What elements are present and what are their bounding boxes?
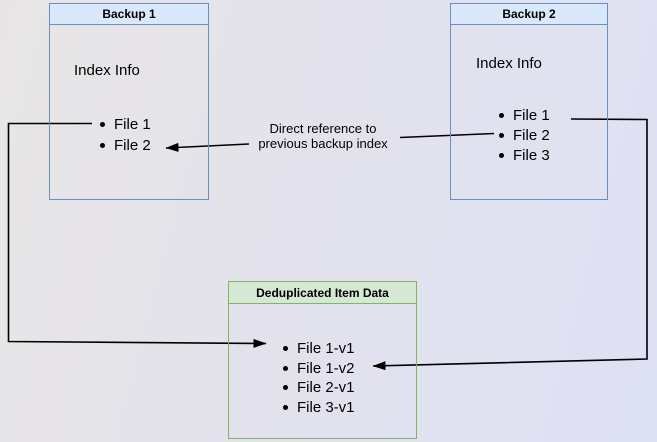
bullet-icon <box>100 122 105 127</box>
file-label: File 2-v1 <box>297 379 355 397</box>
list-item: File 2-v1 <box>283 378 355 398</box>
list-item: File 2 <box>100 135 151 156</box>
backup1-title: Backup 1 <box>50 4 208 25</box>
backup2-title: Backup 2 <box>451 4 607 25</box>
connector-label: Direct reference to previous backup inde… <box>243 121 403 151</box>
backup2-box: Backup 2 Index Info File 1 File 2 File 3 <box>450 3 608 200</box>
dedup-box: Deduplicated Item Data File 1-v1 File 1-… <box>228 281 417 439</box>
bullet-icon <box>499 112 504 118</box>
list-item: File 3 <box>499 145 550 165</box>
file-label: File 2 <box>114 137 151 154</box>
dedup-file-list: File 1-v1 File 1-v2 File 2-v1 File 3-v1 <box>283 339 355 417</box>
file-label: File 1 <box>513 106 550 124</box>
backup1-file-list: File 1 File 2 <box>100 114 151 156</box>
bullet-icon <box>499 132 504 138</box>
backup2-file-list: File 1 File 2 File 3 <box>499 105 550 165</box>
list-item: File 2 <box>499 125 550 145</box>
list-item: File 1-v2 <box>283 359 355 379</box>
file-label: File 2 <box>513 126 550 144</box>
file-label: File 1-v1 <box>297 340 355 358</box>
file-label: File 3-v1 <box>297 398 355 416</box>
backup1-box: Backup 1 Index Info File 1 File 2 <box>49 3 209 200</box>
bullet-icon <box>499 152 504 158</box>
list-item: File 1-v1 <box>283 339 355 359</box>
dedup-title: Deduplicated Item Data <box>229 282 416 304</box>
connector-label-line2: previous backup index <box>258 136 388 151</box>
list-item: File 1 <box>100 114 151 135</box>
list-item: File 3-v1 <box>283 398 355 418</box>
file-label: File 1-v2 <box>297 359 355 377</box>
bullet-icon <box>100 143 105 148</box>
connector-label-line1: Direct reference to <box>269 121 377 136</box>
backup1-subtitle: Index Info <box>74 62 140 79</box>
list-item: File 1 <box>499 105 550 125</box>
bullet-icon <box>283 385 288 391</box>
bullet-icon <box>283 404 288 410</box>
file-label: File 3 <box>513 146 550 164</box>
file-label: File 1 <box>114 116 151 133</box>
backup2-subtitle: Index Info <box>476 55 542 72</box>
bullet-icon <box>283 365 288 371</box>
bullet-icon <box>283 346 288 352</box>
